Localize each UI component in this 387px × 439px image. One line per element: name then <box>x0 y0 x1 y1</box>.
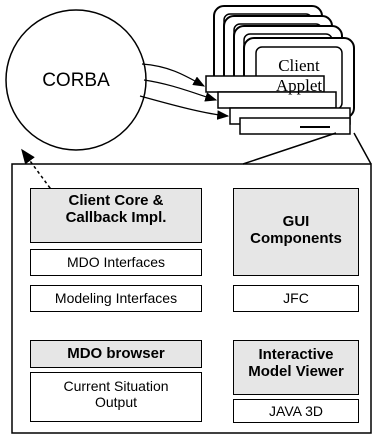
corba-label: CORBA <box>42 70 110 91</box>
model-viewer-line1: Interactive <box>258 346 334 363</box>
client-label-line1: Client <box>278 56 320 75</box>
client-core-line1: Client Core & <box>68 192 164 209</box>
client-detail-frame <box>11 163 372 434</box>
gui-components-label: GUI Components <box>233 213 359 248</box>
current-situation-line2: Output <box>94 394 138 411</box>
client-core-label: Client Core & Callback Impl. <box>30 192 202 227</box>
client-applet-label: Client Applet <box>256 56 342 95</box>
client-core-box <box>30 188 202 243</box>
mdo-interfaces-box <box>30 249 202 276</box>
corba-client-arrow-3 <box>139 95 230 120</box>
gui-components-line1: GUI <box>282 213 310 230</box>
modeling-interfaces-box <box>30 285 202 312</box>
mdo-interfaces-label: MDO Interfaces <box>66 254 166 270</box>
model-viewer-line2: Model Viewer <box>248 363 344 381</box>
current-situation-line1: Current Situation <box>63 378 169 394</box>
client-computer-stack <box>205 5 355 135</box>
client-core-line2: Callback Impl. <box>65 209 167 227</box>
corba-client-arrow-2 <box>143 79 218 102</box>
modeling-interfaces-label: Modeling Interfaces <box>54 290 178 306</box>
model-viewer-box <box>233 340 359 395</box>
mdo-browser-box <box>30 340 202 368</box>
client-label-line2: Applet <box>275 75 323 95</box>
client-detail-callout <box>11 132 337 428</box>
model-viewer-label: Interactive Model Viewer <box>233 346 359 381</box>
dotted-link-arrow <box>21 148 63 203</box>
jfc-box <box>233 285 359 312</box>
gui-components-line2: Components <box>250 230 342 248</box>
corba-client-arrow-1 <box>141 63 206 87</box>
java3d-box <box>233 399 359 423</box>
jfc-label: JFC <box>283 290 309 306</box>
current-situation-box <box>30 372 202 422</box>
mdo-browser-label: MDO browser <box>67 345 165 362</box>
java3d-label: JAVA 3D <box>269 403 323 419</box>
gui-components-box <box>233 188 359 276</box>
current-situation-label: Current Situation Output <box>30 378 202 410</box>
